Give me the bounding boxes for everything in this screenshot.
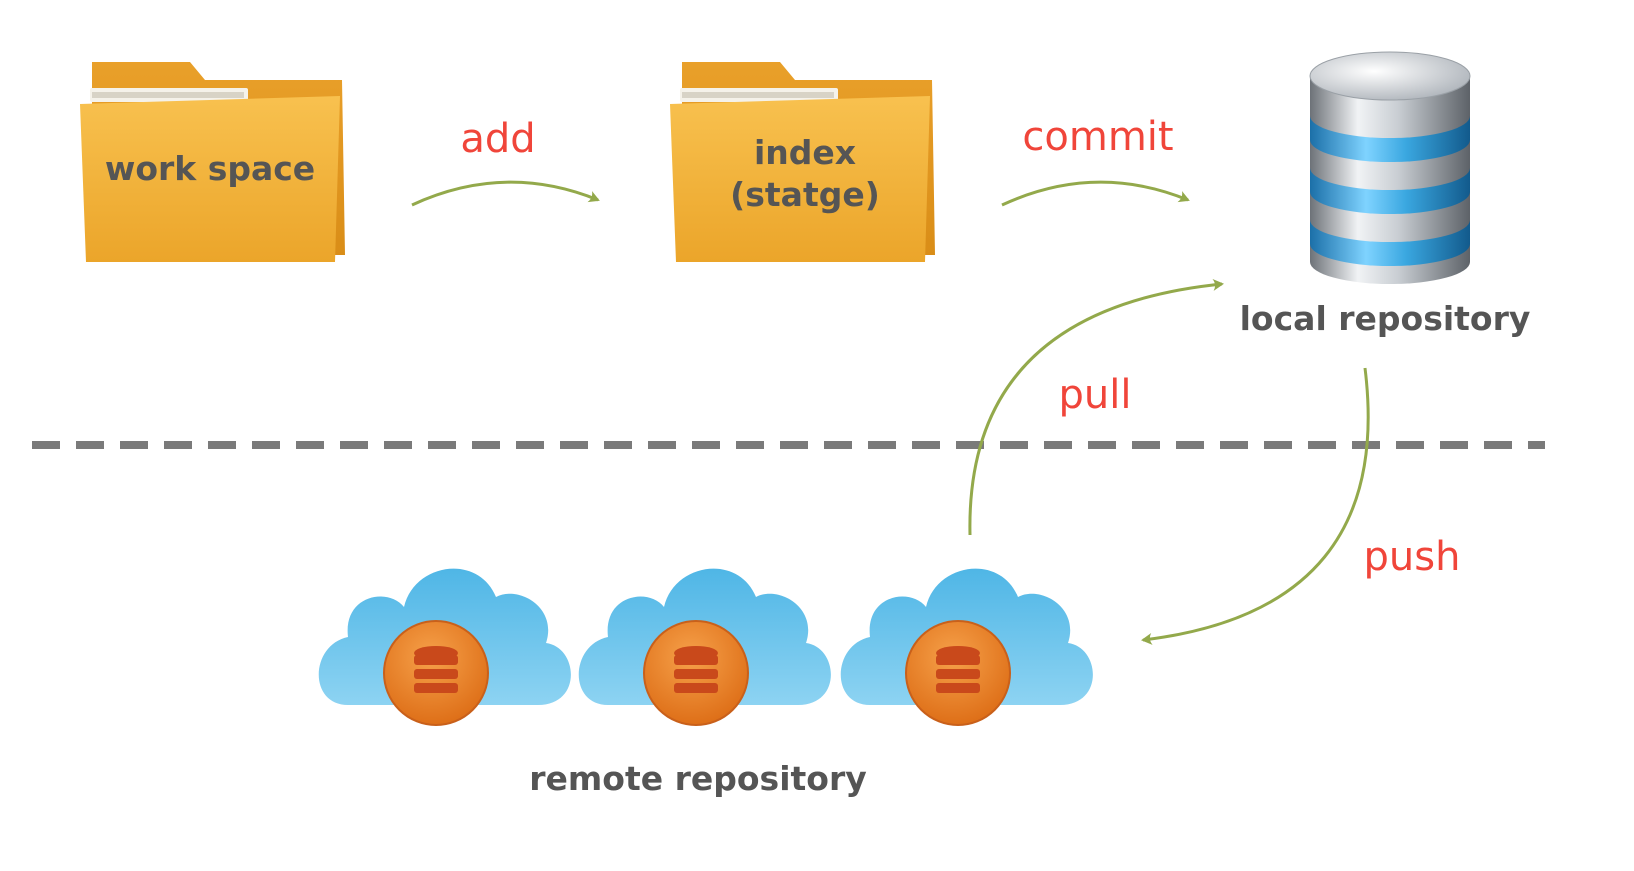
- pull-arrow: [968, 278, 1224, 536]
- push-arrow: [1141, 367, 1370, 645]
- index-label-line1: index: [754, 133, 856, 172]
- commit-action-label: commit: [1022, 114, 1173, 160]
- database-icon: [1309, 51, 1471, 284]
- add-arrow: [411, 180, 600, 207]
- cloud-database-icon: [578, 568, 831, 726]
- index-label-line2: (statge): [730, 175, 880, 214]
- cloud-database-icon: [318, 568, 571, 726]
- local-repository-node: local repository: [1240, 51, 1531, 338]
- remote-repository-node: remote repository: [318, 568, 1093, 798]
- local-repository-label: local repository: [1240, 299, 1531, 338]
- commit-arrow: [1001, 180, 1190, 207]
- index-node: index (statge): [670, 62, 935, 262]
- workspace-node: work space: [80, 62, 345, 262]
- folder-icon: [80, 62, 345, 262]
- add-action-label: add: [460, 116, 535, 162]
- workspace-label: work space: [105, 149, 315, 188]
- pull-action-label: pull: [1059, 372, 1132, 418]
- push-action-label: push: [1364, 534, 1461, 580]
- remote-repository-label: remote repository: [529, 759, 867, 798]
- folder-icon: [670, 62, 935, 262]
- cloud-database-icon: [840, 568, 1093, 726]
